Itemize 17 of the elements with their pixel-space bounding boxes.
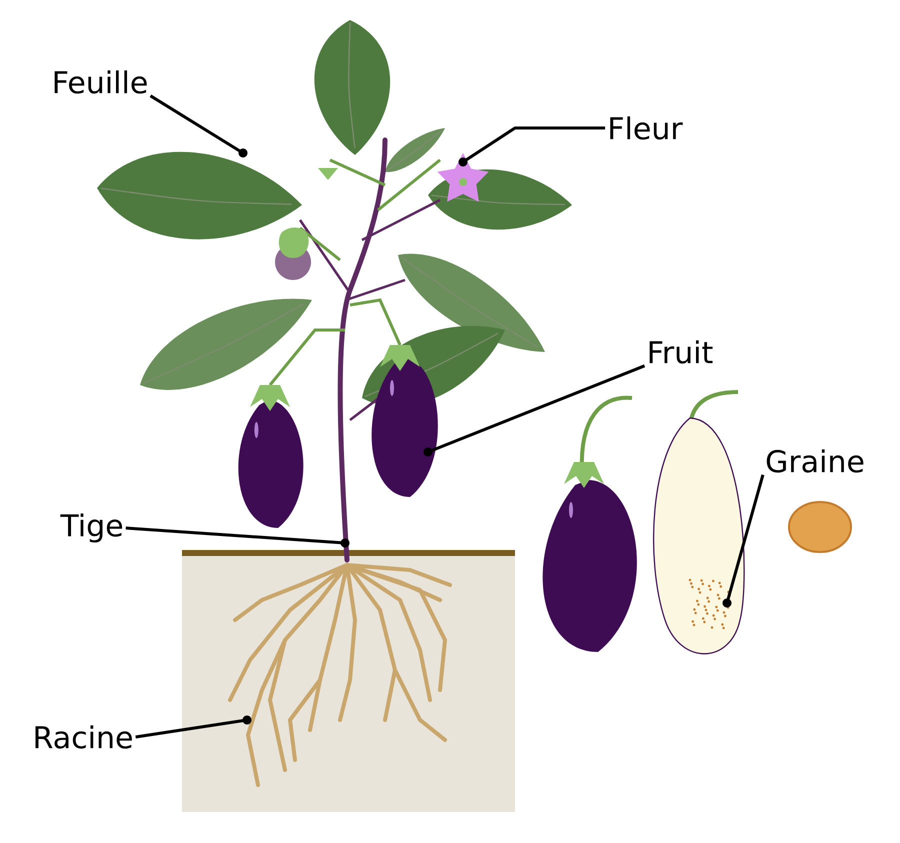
part-label: Fruit — [650, 340, 713, 364]
leader-line — [150, 94, 248, 158]
part-label: Racine — [36, 725, 132, 749]
leader-line — [458, 126, 606, 166]
stem — [238, 138, 441, 562]
leader-line — [722, 474, 764, 608]
leader-line — [126, 526, 350, 548]
part-label: Feuille — [54, 70, 147, 94]
part-label: Graine — [766, 449, 864, 473]
leader-line — [135, 716, 252, 738]
leader-line — [424, 364, 646, 456]
flower — [437, 153, 489, 202]
root — [228, 563, 452, 787]
eggplant — [350, 298, 438, 497]
part-label: Fleur — [610, 116, 683, 140]
part-label: Tige — [60, 513, 122, 543]
leaf — [97, 152, 302, 240]
